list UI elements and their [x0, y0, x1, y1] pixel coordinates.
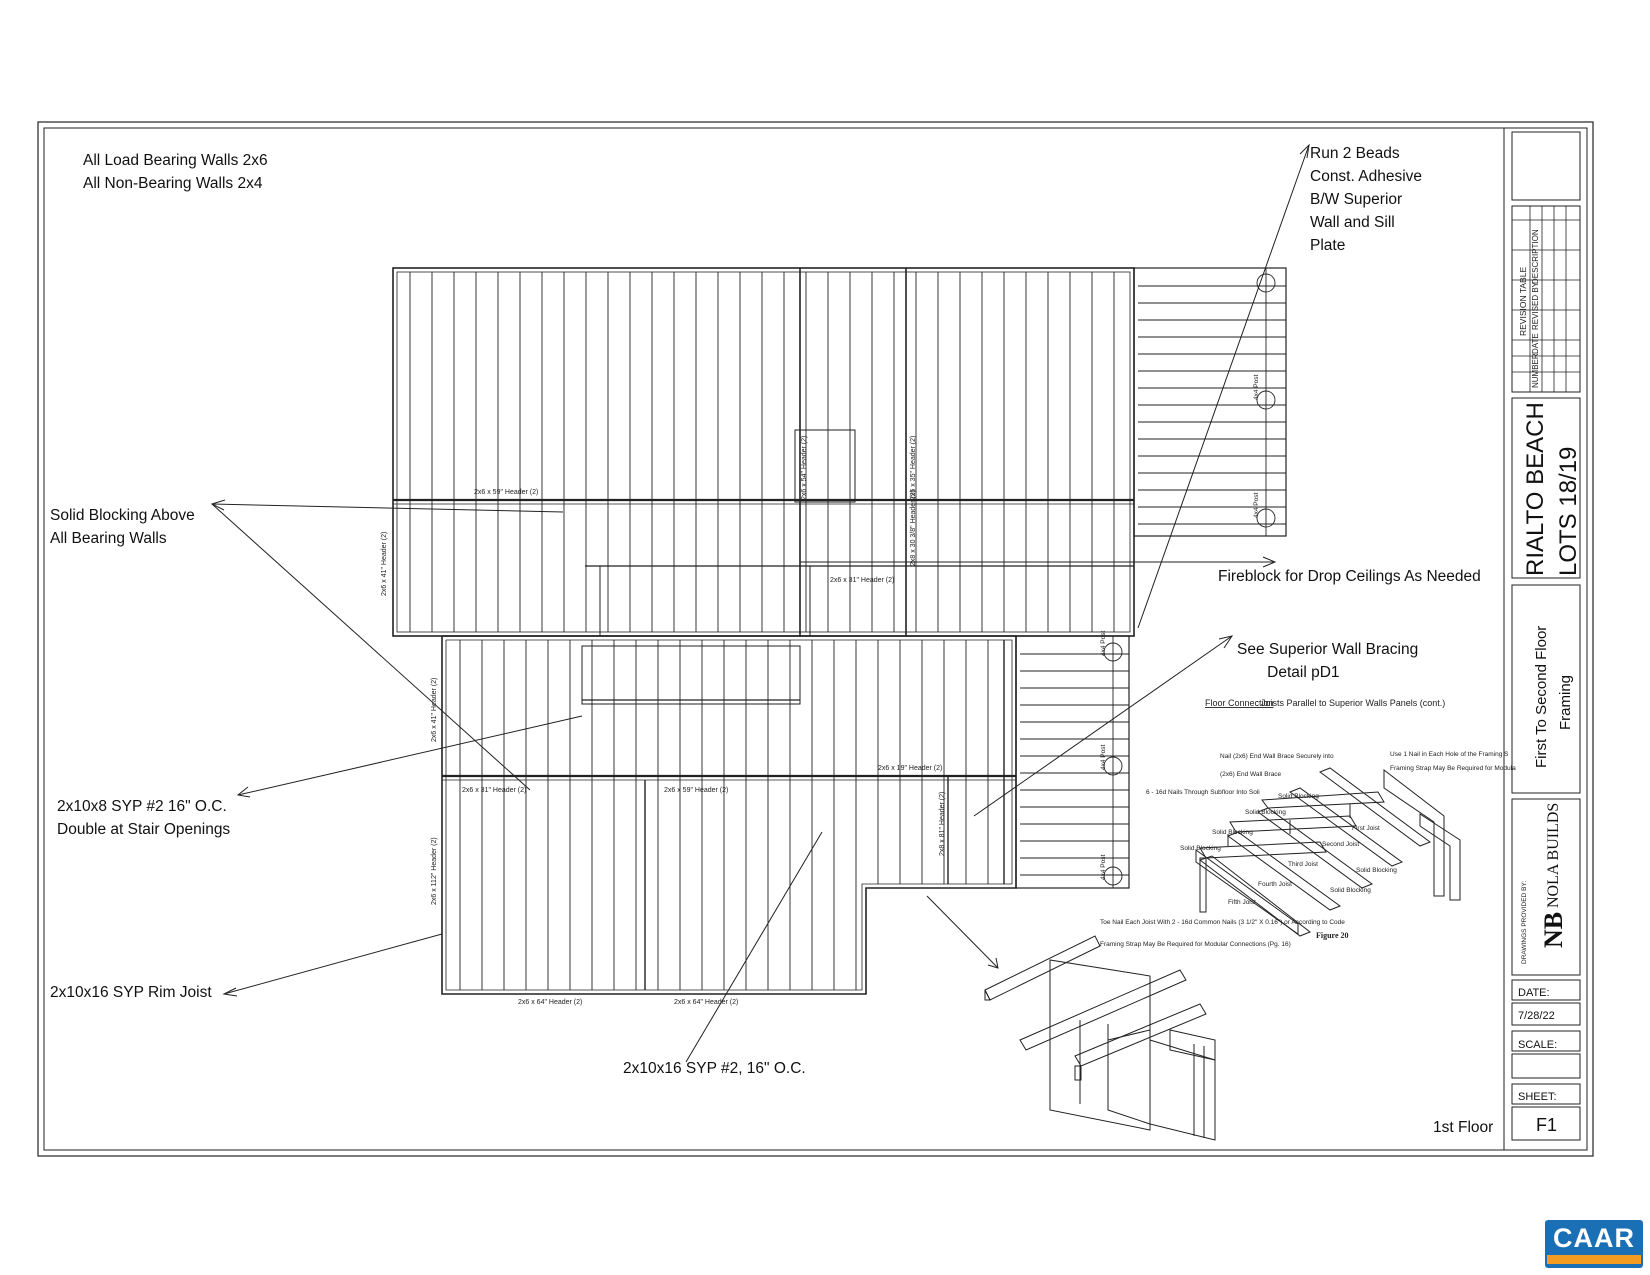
caar-logo-text: CAAR: [1553, 1223, 1635, 1253]
detail-label: Solid Blocking: [1212, 829, 1253, 836]
post-label: 4x4 Post: [1253, 375, 1260, 400]
detail-figure-caption: Figure 20: [1316, 931, 1349, 940]
rim-detail-label: Framing Strap May Be Required for Modula…: [1100, 941, 1291, 948]
stair-note: 2x10x8 SYP #2 16" O.C. Double at Stair O…: [57, 798, 231, 838]
detail-label: 6 - 16d Nails Through Subfloor Into Soli: [1146, 789, 1260, 796]
rim-joist-note: 2x10x16 SYP Rim Joist: [50, 984, 212, 1001]
project-lots: LOTS 18/19: [1555, 447, 1582, 576]
detail-label: First Joist: [1352, 825, 1380, 832]
blocking-note: Solid Blocking Above All Bearing Walls: [50, 507, 195, 547]
header-label: 2x6 x 54" Header (2): [801, 436, 808, 500]
post-label: 4x4 Post: [1100, 855, 1107, 880]
detail-labels: Nail (2x6) End Wall Brace Securely into …: [1146, 751, 1516, 906]
company-mark: NB: [1539, 912, 1568, 948]
floor-name: 1st Floor: [1433, 1119, 1494, 1136]
title-block: [1503, 127, 1588, 1151]
rev-col-revised-by: REVISED BY: [1531, 281, 1540, 330]
post-marker: [1103, 642, 1123, 662]
header-label: 2x6 x 112" Header (2): [431, 837, 438, 905]
post-label: 4x4 Post: [1100, 745, 1107, 770]
sheet-value: F1: [1536, 1115, 1557, 1135]
header-label: 2x6 x 41" Header (2): [381, 532, 388, 596]
wall-note: All Load Bearing Walls 2x6 All Non-Beari…: [83, 152, 268, 192]
rev-col-number: NUMBER: [1531, 353, 1540, 388]
header-label: 2x6 x 64" Header (2): [518, 999, 582, 1006]
detail-label: Solid Blocking: [1180, 845, 1221, 852]
bracing-note: See Superior Wall Bracing Detail pD1: [1237, 641, 1419, 681]
rev-col-date: DATE: [1531, 333, 1540, 354]
leader-lines: [210, 143, 1310, 1063]
date-label: DATE:: [1518, 987, 1550, 999]
post-marker: [1256, 508, 1276, 528]
detail-label: Framing Strap May Be Required for Modula: [1390, 765, 1516, 772]
header-label: 2x8 x 30 3/8" Header (2): [910, 490, 917, 566]
detail-label: Solid Blocking: [1330, 887, 1371, 894]
upper-floor-plan: [392, 267, 1135, 637]
caar-logo-band: [1547, 1255, 1641, 1264]
detail-title: : Joists Parallel to Superior Walls Pane…: [1256, 698, 1445, 708]
upper-deck-framing: [1133, 267, 1287, 537]
lower-floor-plan: [441, 635, 1017, 995]
detail-label: (2x6) End Wall Brace: [1220, 771, 1282, 778]
floor-connection-detail: [1195, 767, 1461, 937]
header-label: 2x6 x 35" Header (2): [910, 436, 917, 500]
revision-table-grid: [1512, 206, 1580, 392]
detail-title-underlined: Floor Connection: [1205, 698, 1274, 708]
header-label: 2x6 x 41" Header (2): [431, 678, 438, 742]
post-label: 4x4 Post: [1253, 493, 1260, 518]
rev-col-description: DESCRIPTION: [1531, 229, 1540, 284]
outer-border: [37, 121, 1594, 1157]
header-label: 2x6 x 19" Header (2): [878, 765, 942, 772]
rim-detail-label: Toe Nail Each Joist With 2 - 16d Common …: [1100, 919, 1345, 926]
header-label: 2x6 x 64" Header (2): [674, 999, 738, 1006]
company-name: NOLA BUILDS: [1545, 803, 1562, 908]
post-marker: [1103, 866, 1123, 886]
detail-label: Third Joist: [1288, 861, 1318, 868]
header-label: 2x6 x 59" Header (2): [664, 787, 728, 794]
fireblock-note: Fireblock for Drop Ceilings As Needed: [1218, 568, 1481, 585]
post-marker: [1256, 273, 1276, 293]
header-label: 2x6 x 31" Header (2): [462, 787, 526, 794]
deck-posts: [1103, 273, 1276, 886]
sheet-label: SHEET:: [1518, 1091, 1557, 1103]
adhesive-note: Run 2 Beads Const. Adhesive B/W Superior…: [1310, 145, 1423, 254]
detail-label: Fifth Joist: [1228, 899, 1256, 906]
project-name: RIALTO BEACH: [1522, 402, 1549, 576]
detail-label: Fourth Joist: [1258, 881, 1292, 888]
detail-label: Use 1 Nail in Each Hole of the Framing S: [1390, 751, 1509, 758]
drawing-subtitle: Framing: [1557, 675, 1574, 730]
drawing-title: First To Second Floor: [1533, 626, 1550, 768]
header-label: 2x6 x 59" Header (2): [474, 489, 538, 496]
detail-label: Solid Blocking: [1356, 867, 1397, 874]
detail-label: Solid Blocking: [1278, 793, 1319, 800]
post-label: 4x4 Post: [1100, 631, 1107, 656]
date-value: 7/28/22: [1518, 1010, 1555, 1022]
detail-label: Nail (2x6) End Wall Brace Securely into: [1220, 753, 1334, 760]
revision-table-title: REVISION TABLE: [1518, 267, 1528, 336]
detail-label: Solid Blocking: [1245, 809, 1286, 816]
detail-label: Second Joist: [1322, 841, 1359, 848]
lower-deck-framing: [1015, 635, 1130, 889]
post-marker: [1103, 756, 1123, 776]
caar-logo: CAAR: [1545, 1220, 1643, 1268]
post-marker: [1256, 390, 1276, 410]
provided-by-label: DRAWINGS PROVIDED BY:: [1521, 881, 1528, 964]
header-label: 2x8 x 81" Header (2): [939, 792, 946, 856]
joist-note: 2x10x16 SYP #2, 16" O.C.: [623, 1060, 806, 1077]
scale-label: SCALE:: [1518, 1039, 1557, 1051]
header-label: 2x6 x 31" Header (2): [830, 577, 894, 584]
rim-connection-detail: [984, 935, 1216, 1141]
